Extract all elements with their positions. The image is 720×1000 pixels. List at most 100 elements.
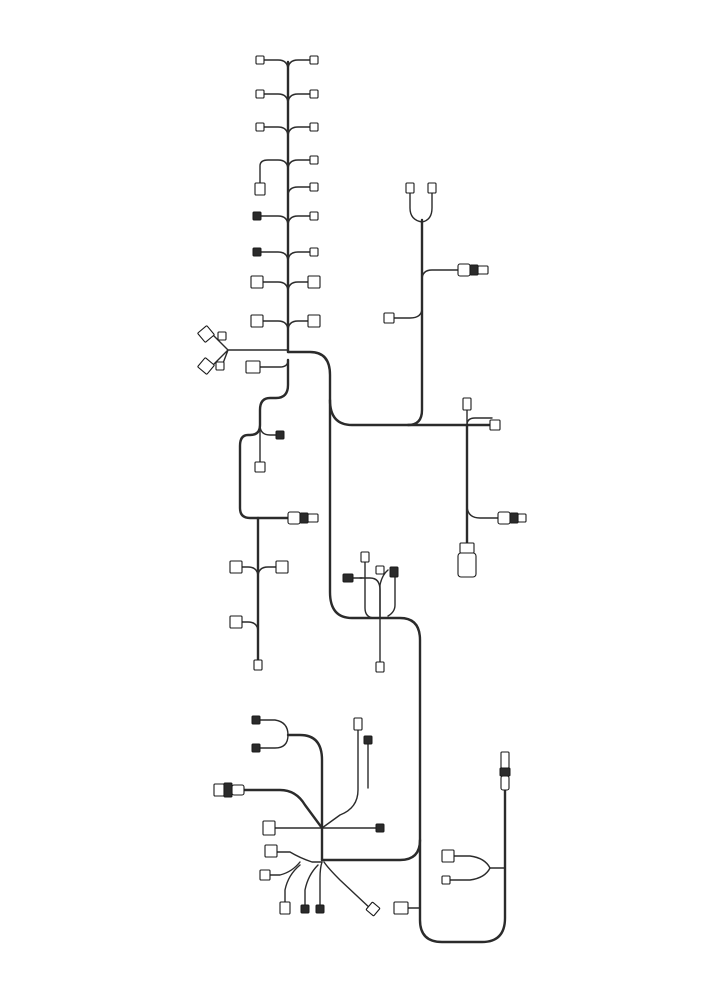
sensor-tip[interactable] <box>307 513 319 523</box>
sensor-body-b[interactable] <box>223 782 233 798</box>
connector-x285[interactable] <box>279 901 291 915</box>
connector-x320[interactable] <box>315 904 325 914</box>
connectors-middle[interactable] <box>342 551 399 673</box>
sensor-connector-270[interactable] <box>457 263 489 277</box>
sensor-body-b[interactable] <box>469 264 479 276</box>
branch-mid-left <box>359 577 381 619</box>
connector-l-127[interactable] <box>255 122 265 132</box>
connector-fork-right[interactable] <box>427 182 437 194</box>
branch-y856 <box>447 855 506 869</box>
sensor-hex[interactable] <box>499 767 511 777</box>
connector-x258-end[interactable] <box>253 659 263 671</box>
branch-y282 <box>257 281 313 293</box>
connector-l-720[interactable] <box>251 715 261 725</box>
connector-r-216[interactable] <box>309 211 319 221</box>
connector-r-252[interactable] <box>309 247 319 257</box>
connector-l-185[interactable] <box>254 182 266 196</box>
lower-left-bus-wire <box>286 733 324 862</box>
oxygen-sensor-connector[interactable] <box>499 751 511 791</box>
sensor-body-a[interactable] <box>231 784 245 796</box>
connector-l-567[interactable] <box>229 560 243 574</box>
socket-body[interactable] <box>457 552 477 578</box>
connector-l-282[interactable] <box>250 275 264 289</box>
sensor-tip[interactable] <box>517 513 527 523</box>
connectors-upper[interactable] <box>197 55 321 375</box>
connectors-upper-right[interactable] <box>383 182 527 578</box>
connector-l-856[interactable] <box>441 849 455 863</box>
connector-l-60[interactable] <box>255 55 265 65</box>
sensor-tip[interactable] <box>213 783 225 797</box>
connector-l-321[interactable] <box>250 314 264 328</box>
connector-l-318[interactable] <box>383 312 395 324</box>
sensor-body-a[interactable] <box>457 263 471 277</box>
connector-l-875[interactable] <box>259 869 271 881</box>
connector-x368-top[interactable] <box>363 735 373 745</box>
connector-l-622[interactable] <box>229 615 243 629</box>
connector-x358-top[interactable] <box>353 717 363 731</box>
branch-y187 <box>287 186 313 197</box>
connectors-lower-left[interactable] <box>213 715 409 917</box>
connector-mid-center[interactable] <box>375 565 385 575</box>
branch-y418 <box>466 417 493 426</box>
connector-x305[interactable] <box>300 904 310 914</box>
sensor-body-a[interactable] <box>497 511 511 525</box>
connector-l-828[interactable] <box>262 820 276 836</box>
connector-r-160[interactable] <box>309 155 319 165</box>
connector-r-60[interactable] <box>309 55 319 65</box>
connector-l-94[interactable] <box>255 89 265 99</box>
connector-cross-lr[interactable] <box>215 361 225 371</box>
upper-right-fork <box>409 191 433 223</box>
connector-mid-right[interactable] <box>389 566 399 578</box>
branch-mid-right <box>379 569 389 619</box>
connector-l-908[interactable] <box>393 901 409 915</box>
connector-x260[interactable] <box>254 461 266 473</box>
sensor-probe[interactable] <box>500 751 510 769</box>
middle-cluster <box>349 559 396 666</box>
connector-l-748[interactable] <box>251 743 261 753</box>
connector-l-252[interactable] <box>252 247 262 257</box>
left-mid-section <box>235 358 292 667</box>
connector-r-127[interactable] <box>309 122 319 132</box>
sensor-body[interactable] <box>500 775 510 791</box>
socket-top[interactable] <box>459 542 475 554</box>
connector-cross-ul[interactable] <box>197 325 215 343</box>
connector-r-94[interactable] <box>309 89 319 99</box>
connector-l-880[interactable] <box>441 875 451 885</box>
branch-y622 <box>235 621 259 633</box>
connector-r-828[interactable] <box>375 823 385 833</box>
sensor-body-a[interactable] <box>287 511 301 525</box>
branch-y270 <box>421 269 461 281</box>
connector-mid-bottom[interactable] <box>375 661 385 673</box>
connector-r-567[interactable] <box>275 560 289 574</box>
connector-cross-ll[interactable] <box>197 357 215 375</box>
branch-y852 <box>271 851 323 863</box>
branch-y318 <box>391 307 423 319</box>
connector-x467-top[interactable] <box>462 397 472 411</box>
connector-r-187[interactable] <box>309 182 319 192</box>
sensor-connector-518[interactable] <box>287 511 319 525</box>
connector-diag-372[interactable] <box>365 901 381 917</box>
branch-y790 <box>230 788 324 830</box>
connector-r-282[interactable] <box>307 275 321 289</box>
connector-fork-left[interactable] <box>405 182 415 194</box>
connector-l-216[interactable] <box>252 211 262 221</box>
connector-l-367[interactable] <box>245 360 261 374</box>
connector-r-435[interactable] <box>275 430 285 440</box>
branch-y567 <box>235 566 281 578</box>
sensor-body-b[interactable] <box>299 512 309 524</box>
connector-cross-ur[interactable] <box>217 331 227 341</box>
connector-r-425[interactable] <box>489 419 501 431</box>
sensor-tip[interactable] <box>477 265 489 275</box>
sensor-connector-518r[interactable] <box>497 511 527 525</box>
connector-mid-top[interactable] <box>360 551 370 563</box>
branch-mid-right2 <box>387 574 396 617</box>
socket-connector-560[interactable] <box>457 542 477 578</box>
connectors-lower-right[interactable] <box>441 751 511 885</box>
connector-mid-left[interactable] <box>342 573 354 583</box>
connectors-left-mid[interactable] <box>229 430 319 671</box>
sensor-body-b[interactable] <box>509 512 519 524</box>
connector-r-321[interactable] <box>307 314 321 328</box>
sensor-connector-790[interactable] <box>213 782 245 798</box>
connector-l-852[interactable] <box>264 844 278 858</box>
